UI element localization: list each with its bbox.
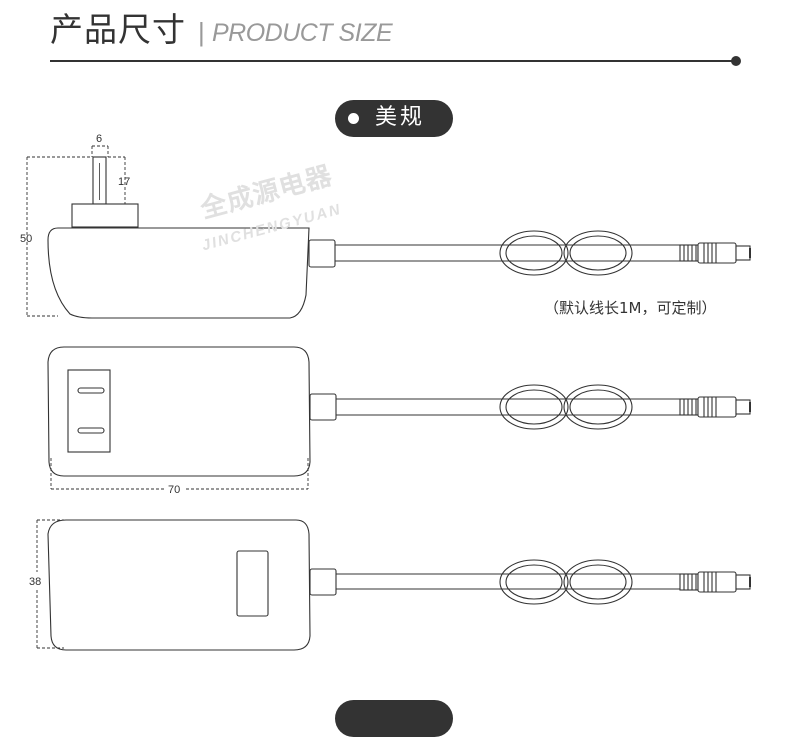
section-badge-label: 美规 [375, 105, 426, 130]
dc-connector [679, 242, 751, 264]
plug-face [67, 369, 111, 453]
dimension-prong-height: 17 [118, 176, 131, 188]
adapter-body [47, 227, 310, 319]
dimension-body-height: 50 [20, 233, 33, 245]
dimension-body-width: 38 [29, 576, 42, 588]
adapter-body-top [47, 346, 311, 477]
product-dimension-drawing [26, 145, 751, 651]
badge-dot-icon [348, 113, 359, 124]
cable-length-note: （默认线长1M，可定制） [544, 299, 717, 317]
bottom-view [36, 519, 751, 651]
dimension-lines-bottom [36, 519, 64, 649]
page-title: 产品尺寸 [50, 10, 186, 49]
page-subtitle: PRODUCT SIZE [212, 19, 393, 47]
dimension-body-length: 70 [168, 484, 181, 496]
next-section-badge [335, 700, 453, 737]
dimension-lines-side [26, 145, 126, 317]
label-area [236, 550, 269, 617]
cable-coil [499, 230, 633, 276]
side-view [26, 145, 751, 319]
dimension-lines-top [50, 458, 309, 490]
title-separator: | [198, 17, 205, 47]
dimension-prong-width: 6 [96, 133, 103, 145]
section-badge-us-plug: 美规 [335, 100, 453, 137]
title-underline [50, 60, 736, 62]
top-view [47, 346, 751, 490]
strain-relief [308, 239, 336, 268]
adapter-body-bottom [47, 519, 311, 651]
underline-end-dot [731, 56, 741, 66]
plug-base [71, 203, 139, 228]
